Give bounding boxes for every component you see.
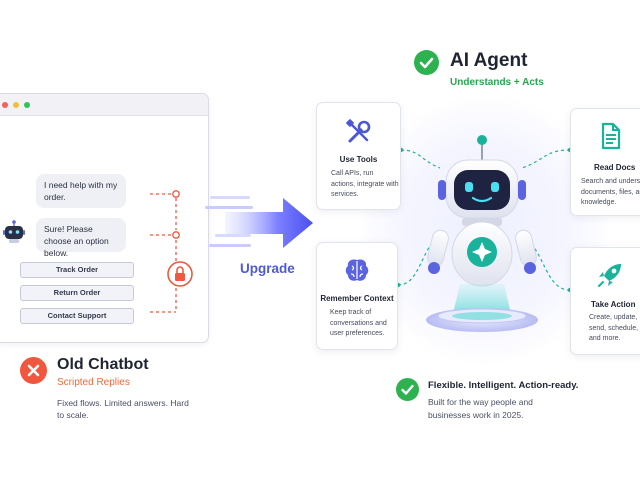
check-icon xyxy=(396,378,419,401)
use-tools-text: Call APIs, run actions, integrate with s… xyxy=(331,170,399,198)
tagline-text: Built for the way people and businesses … xyxy=(428,397,533,420)
old-chatbot-window: I need help with my order. Sure! Please … xyxy=(0,93,209,343)
close-dot xyxy=(2,102,8,108)
bot-avatar-icon xyxy=(3,220,25,243)
rocket-icon xyxy=(598,264,621,287)
read-docs-title: Read Docs xyxy=(594,163,636,172)
user-message-bubble: I need help with my order. xyxy=(36,174,126,208)
maximize-dot xyxy=(24,102,30,108)
use-tools-card: Use Tools Call APIs, run actions, integr… xyxy=(316,102,401,210)
tagline-title: Flexible. Intelligent. Action-ready. xyxy=(428,380,579,391)
remember-context-title: Remember Context xyxy=(320,294,394,303)
agent-title: AI Agent xyxy=(450,50,528,71)
take-action-title: Take Action xyxy=(591,300,636,309)
lock-icon xyxy=(167,261,193,287)
read-docs-card: Read Docs Search and understand document… xyxy=(570,108,640,216)
return-order-button[interactable]: Return Order xyxy=(20,285,134,301)
old-chatbot-subtitle: Scripted Replies xyxy=(57,377,130,388)
old-chatbot-description: Fixed flows. Limited answers. Hard to sc… xyxy=(57,398,189,420)
bot-message-bubble: Sure! Please choose an option below. xyxy=(36,218,126,258)
wrench-screwdriver-icon xyxy=(345,119,370,143)
minimize-dot xyxy=(13,102,19,108)
use-tools-title: Use Tools xyxy=(339,155,378,164)
remember-context-text: Keep track of conversations and user pre… xyxy=(330,309,387,337)
upgrade-label: Upgrade xyxy=(240,261,295,276)
x-icon xyxy=(20,357,47,384)
check-icon xyxy=(414,50,439,75)
upgrade-arrow-icon xyxy=(205,196,313,248)
brain-icon xyxy=(345,259,369,281)
remember-context-card: Remember Context Keep track of conversat… xyxy=(316,242,398,350)
take-action-text: Create, update, send, schedule, and more… xyxy=(589,314,639,342)
read-docs-text: Search and understand documents, files, … xyxy=(581,178,640,206)
agent-subtitle: Understands + Acts xyxy=(450,77,544,88)
ai-agent-robot xyxy=(426,135,538,332)
take-action-card: Take Action Create, update, send, schedu… xyxy=(570,247,640,355)
track-order-button[interactable]: Track Order xyxy=(20,262,134,278)
window-titlebar xyxy=(0,94,208,116)
contact-support-button[interactable]: Contact Support xyxy=(20,308,134,324)
old-chatbot-title: Old Chatbot xyxy=(57,356,149,373)
document-icon xyxy=(601,122,621,150)
